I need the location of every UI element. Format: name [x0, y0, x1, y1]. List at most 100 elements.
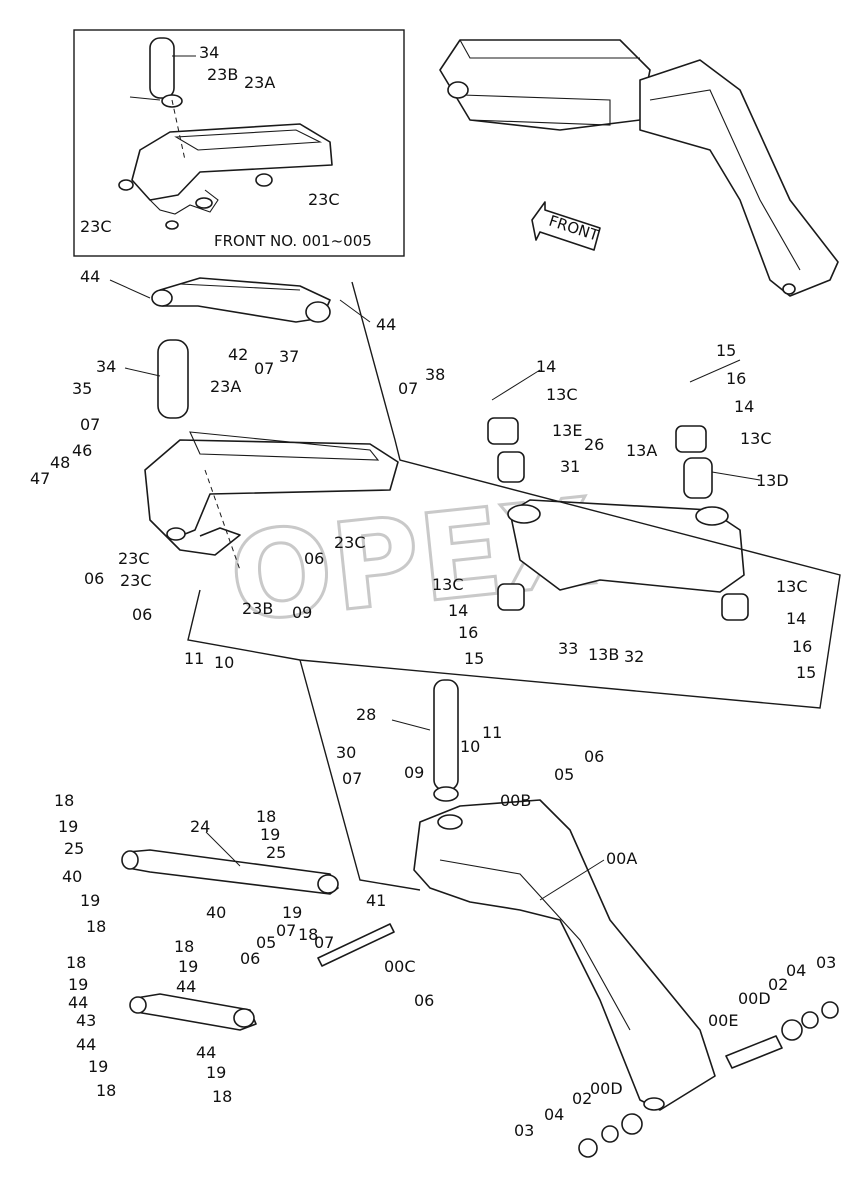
label-23c-b: 23C: [120, 571, 152, 590]
label-18-g: 18: [96, 1081, 116, 1100]
label-19-b: 19: [80, 891, 100, 910]
label-14-c: 14: [448, 601, 468, 620]
label-31: 31: [560, 457, 580, 476]
label-16-c: 16: [792, 637, 812, 656]
label-18-c: 18: [256, 807, 276, 826]
label-16-b: 16: [458, 623, 478, 642]
label-07-f: 07: [314, 933, 334, 952]
label-03-a: 03: [816, 953, 836, 972]
cylinder-24: [121, 849, 339, 895]
inset-note: FRONT NO. 001~005: [214, 232, 372, 250]
label-23c-inset-right: 23C: [308, 190, 340, 209]
label-10-a: 10: [214, 653, 234, 672]
label-15-a: 15: [716, 341, 736, 360]
label-13b: 13B: [588, 645, 619, 664]
label-40-a: 40: [62, 867, 82, 886]
label-06-a: 06: [84, 569, 104, 588]
label-14-d: 14: [786, 609, 806, 628]
label-23c-c: 23C: [334, 533, 366, 552]
assembled-boom-view: [439, 39, 839, 297]
assembly-outline-upper: [187, 281, 841, 709]
label-40-b: 40: [206, 903, 226, 922]
label-23a-inset: 23A: [244, 73, 275, 92]
pin-00e: [578, 1001, 839, 1158]
label-13c-c: 13C: [432, 575, 464, 594]
label-13d: 13D: [756, 471, 789, 490]
label-05-a: 05: [554, 765, 574, 784]
assembly-outline-lower: [299, 659, 421, 891]
label-00c: 00C: [384, 957, 416, 976]
label-13c-a: 13C: [546, 385, 578, 404]
label-07-e: 07: [276, 921, 296, 940]
inset-swing-bracket: [118, 37, 333, 230]
label-30: 30: [336, 743, 356, 762]
label-18-h: 18: [212, 1087, 232, 1106]
label-00d-b: 00D: [590, 1079, 623, 1098]
label-32: 32: [624, 647, 644, 666]
label-11-a: 11: [184, 649, 204, 668]
front-arrow: FRONT: [531, 201, 602, 251]
label-02-b: 02: [572, 1089, 592, 1108]
label-00e: 00E: [708, 1011, 738, 1030]
label-44-b: 44: [376, 315, 396, 334]
label-19-h: 19: [206, 1063, 226, 1082]
label-33: 33: [558, 639, 578, 658]
label-18-d: 18: [298, 925, 318, 944]
label-42: 42: [228, 345, 248, 364]
part-labels: 34 23B 23A 23C 23C 44 44 42 34 07 37 23A…: [30, 43, 836, 1140]
label-23b: 23B: [242, 599, 273, 618]
pin-41: [317, 923, 395, 967]
label-00a: 00A: [606, 849, 637, 868]
label-03-b: 03: [514, 1121, 534, 1140]
cylinder-43: [129, 993, 257, 1031]
label-18-f: 18: [66, 953, 86, 972]
label-46: 46: [72, 441, 92, 460]
label-24: 24: [190, 817, 210, 836]
label-00d-a: 00D: [738, 989, 771, 1008]
label-07-c: 07: [80, 415, 100, 434]
label-44-a: 44: [80, 267, 100, 286]
label-23c-a: 23C: [118, 549, 150, 568]
label-25-a: 25: [64, 839, 84, 858]
label-00b: 00B: [500, 791, 531, 810]
arm-13a: [487, 417, 749, 621]
label-14-b: 14: [734, 397, 754, 416]
label-15-b: 15: [464, 649, 484, 668]
cylinder-42: [151, 277, 331, 323]
label-26: 26: [584, 435, 604, 454]
label-19-f: 19: [68, 975, 88, 994]
label-09-a: 09: [292, 603, 312, 622]
label-28: 28: [356, 705, 376, 724]
label-09-b: 09: [404, 763, 424, 782]
label-44-f: 44: [196, 1043, 216, 1062]
label-13a: 13A: [626, 441, 657, 460]
label-34-inset: 34: [199, 43, 219, 62]
label-35: 35: [72, 379, 92, 398]
boom-00a: [413, 679, 716, 1111]
label-18-b: 18: [86, 917, 106, 936]
label-07-b: 07: [398, 379, 418, 398]
label-13c-d: 13C: [776, 577, 808, 596]
leader-lines: [109, 55, 761, 901]
label-48: 48: [50, 453, 70, 472]
label-11-b: 11: [482, 723, 502, 742]
label-38: 38: [425, 365, 445, 384]
label-43: 43: [76, 1011, 96, 1030]
label-16-a: 16: [726, 369, 746, 388]
label-41: 41: [366, 891, 386, 910]
label-13c-b: 13C: [740, 429, 772, 448]
label-19-g: 19: [88, 1057, 108, 1076]
label-15-c: 15: [796, 663, 816, 682]
label-47: 47: [30, 469, 50, 488]
label-02-a: 02: [768, 975, 788, 994]
label-19-a: 19: [58, 817, 78, 836]
label-19-d: 19: [282, 903, 302, 922]
label-19-e: 19: [178, 957, 198, 976]
label-06-b: 06: [132, 605, 152, 624]
label-44-e: 44: [76, 1035, 96, 1054]
label-34: 34: [96, 357, 116, 376]
label-25-b: 25: [266, 843, 286, 862]
label-05-b: 05: [256, 933, 276, 952]
label-06-e: 06: [240, 949, 260, 968]
